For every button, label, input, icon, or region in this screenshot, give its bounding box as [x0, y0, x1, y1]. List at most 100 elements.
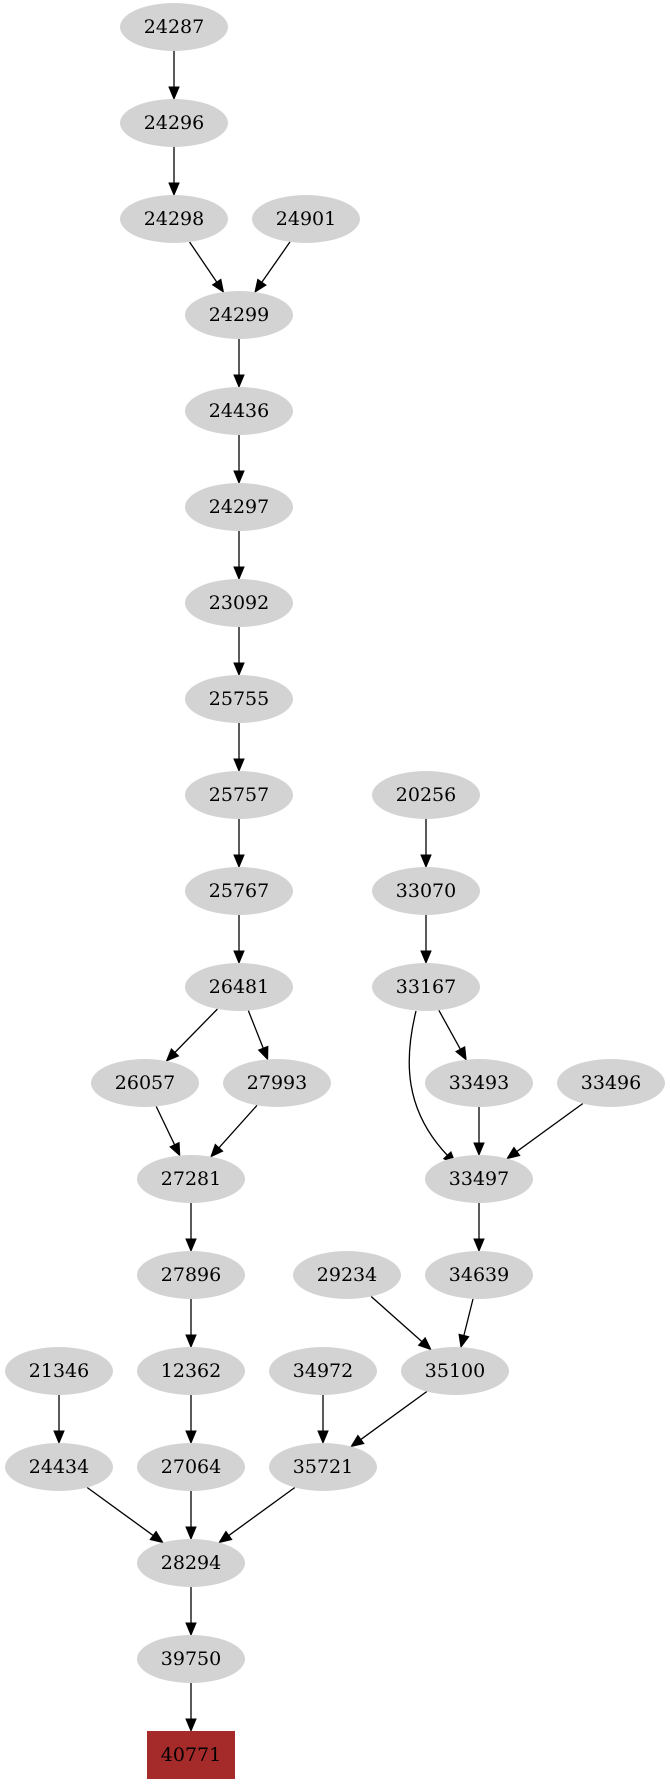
graph-node: 24299 [185, 291, 293, 339]
edge-24901-to-24299 [254, 241, 291, 294]
arrowhead-icon [185, 1718, 197, 1733]
graph-node: 34639 [425, 1251, 533, 1299]
node-label: 24297 [209, 496, 269, 518]
graph-node: 24436 [185, 387, 293, 435]
node-label: 26481 [209, 976, 269, 998]
node-ellipse [185, 483, 293, 531]
edge-33497-to-34639 [473, 1203, 485, 1253]
node-label: 25757 [209, 784, 269, 806]
target-node: 40771 [147, 1731, 235, 1779]
node-label: 24298 [144, 208, 204, 230]
graph-node: 12362 [137, 1347, 245, 1395]
node-label: 24287 [144, 16, 204, 38]
arrowhead-icon [455, 1045, 467, 1061]
arrowhead-icon [165, 1048, 180, 1062]
edge-33493-to-33497 [473, 1107, 485, 1157]
edges-layer [53, 51, 584, 1733]
node-label: 33070 [396, 880, 456, 902]
edge-24298-to-24299 [189, 241, 225, 294]
node-label: 27281 [161, 1168, 221, 1190]
arrowhead-icon [185, 1526, 197, 1541]
graph-node: 39750 [137, 1635, 245, 1683]
edge-24296-to-24298 [168, 147, 180, 197]
arrowhead-icon [233, 854, 245, 869]
node-label: 39750 [161, 1648, 221, 1670]
graph-node: 26057 [91, 1059, 199, 1107]
node-ellipse [293, 1251, 401, 1299]
edge-27064-to-28294 [185, 1491, 197, 1541]
graph-node: 25767 [185, 867, 293, 915]
graph-node: 27064 [137, 1443, 245, 1491]
node-ellipse [401, 1347, 509, 1395]
arrowhead-icon [420, 854, 432, 869]
node-ellipse [185, 771, 293, 819]
node-ellipse [137, 1155, 245, 1203]
arrowhead-icon [458, 1333, 470, 1349]
edge-24297-to-23092 [233, 531, 245, 581]
edge-33070-to-33167 [420, 915, 432, 965]
arrowhead-icon [233, 758, 245, 773]
node-label: 35721 [293, 1456, 353, 1478]
edge-24434-to-28294 [86, 1486, 164, 1544]
edge-28294-to-39750 [185, 1587, 197, 1637]
node-label: 27064 [161, 1456, 221, 1478]
arrowhead-icon [149, 1530, 164, 1544]
node-ellipse [5, 1443, 113, 1491]
nodes-layer: 24287 24296 24298 24901 24299 24436 24297 23092… [5, 3, 665, 1779]
graph-node: 28294 [137, 1539, 245, 1587]
node-label: 33167 [396, 976, 456, 998]
node-label: 24901 [276, 208, 336, 230]
node-label: 29234 [317, 1264, 377, 1286]
edge-35100-to-35721 [350, 1390, 428, 1448]
node-label: 24296 [144, 112, 204, 134]
graph-node: 27896 [137, 1251, 245, 1299]
node-label: 24299 [209, 304, 269, 326]
node-ellipse [185, 579, 293, 627]
graph-node: 20256 [372, 771, 480, 819]
graph-node: 34972 [269, 1347, 377, 1395]
arrowhead-icon [218, 1530, 233, 1544]
arrowhead-icon [233, 470, 245, 485]
node-label: 28294 [161, 1552, 221, 1574]
node-label: 23092 [209, 592, 269, 614]
arrowhead-icon [185, 1622, 197, 1637]
graph-node: 24297 [185, 483, 293, 531]
node-ellipse [185, 387, 293, 435]
node-ellipse [269, 1443, 377, 1491]
node-ellipse [372, 867, 480, 915]
edge-34972-to-35721 [317, 1395, 329, 1445]
arrowhead-icon [317, 1430, 329, 1445]
node-ellipse [137, 1251, 245, 1299]
node-box [147, 1731, 235, 1779]
graph-node: 33496 [557, 1059, 665, 1107]
edge-21346-to-24434 [53, 1395, 65, 1445]
edge-35721-to-28294 [218, 1486, 296, 1544]
node-label: 27896 [161, 1264, 221, 1286]
edge-12362-to-27064 [185, 1395, 197, 1445]
edge-39750-to-40771 [185, 1683, 197, 1733]
node-label: 33493 [449, 1072, 509, 1094]
node-ellipse [372, 771, 480, 819]
arrowhead-icon [254, 278, 267, 294]
node-ellipse [252, 195, 360, 243]
node-label: 25767 [209, 880, 269, 902]
arrowhead-icon [168, 86, 180, 101]
edge-25755-to-25757 [233, 723, 245, 773]
graph-node: 24434 [5, 1443, 113, 1491]
arrowhead-icon [233, 374, 245, 389]
node-ellipse [185, 291, 293, 339]
arrowhead-icon [53, 1430, 65, 1445]
node-ellipse [185, 867, 293, 915]
arrowhead-icon [473, 1142, 485, 1157]
edge-27993-to-27281 [210, 1104, 258, 1158]
edge-29234-to-35100 [370, 1295, 432, 1351]
graph-node: 33493 [425, 1059, 533, 1107]
graph-node: 27281 [137, 1155, 245, 1203]
node-ellipse [223, 1059, 331, 1107]
edge-27896-to-12362 [185, 1299, 197, 1349]
node-label: 40771 [161, 1744, 221, 1766]
edge-20256-to-33070 [420, 819, 432, 869]
node-ellipse [120, 99, 228, 147]
arrowhead-icon [420, 950, 432, 965]
node-ellipse [120, 3, 228, 51]
